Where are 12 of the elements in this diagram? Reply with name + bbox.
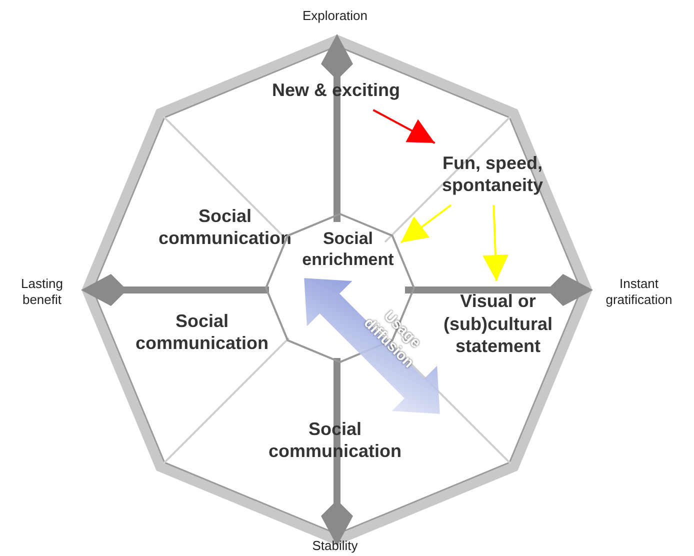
axis-label: Lasting benefit bbox=[20, 276, 64, 308]
axis-label: Stability bbox=[311, 538, 359, 554]
segment-label: Social communication bbox=[112, 305, 292, 359]
arrow bbox=[372, 109, 436, 144]
arrow bbox=[400, 204, 452, 244]
axis-label: Instant gratification bbox=[604, 276, 674, 308]
arrow bbox=[482, 204, 508, 282]
segment-label: Fun, speed, spontaneity bbox=[420, 146, 565, 202]
axis-label: Exploration bbox=[301, 8, 369, 24]
segment-label: Social enrichment bbox=[301, 228, 395, 270]
segment-label: Visual or (sub)cultural statement bbox=[428, 284, 568, 364]
segment-label: Social communication bbox=[150, 200, 300, 254]
